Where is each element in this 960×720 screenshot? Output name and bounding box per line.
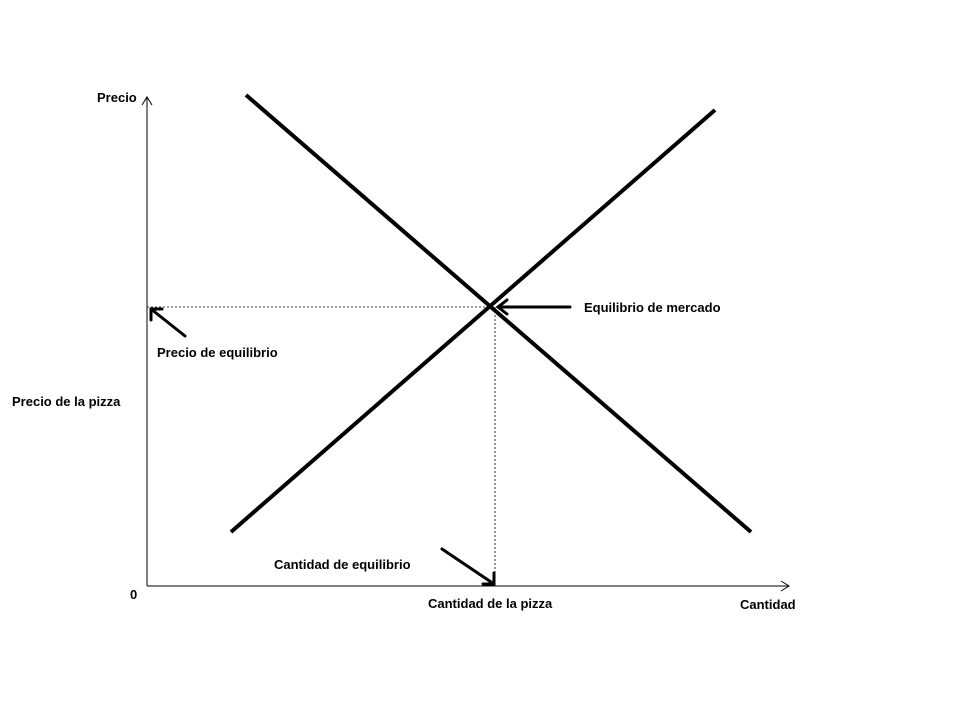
equilibrium-quantity-label: Cantidad de equilibrio — [274, 557, 411, 572]
y-axis-label: Precio — [97, 90, 137, 105]
price-axis-note: Precio de la pizza — [12, 394, 121, 409]
demand-curve — [244, 93, 753, 534]
x-axis-label: Cantidad — [740, 597, 796, 612]
supply-curve — [229, 108, 717, 534]
equilibrium-quantity-arrow — [440, 547, 496, 586]
quantity-axis-note: Cantidad de la pizza — [428, 596, 553, 611]
origin-label: 0 — [130, 587, 137, 602]
equilibrium-price-arrow — [149, 307, 187, 338]
y-axis-arrowhead — [141, 96, 153, 106]
x-axis-arrowhead — [780, 580, 790, 592]
market-equilibrium-arrow — [495, 298, 572, 316]
market-equilibrium-label: Equilibrio de mercado — [584, 300, 721, 315]
equilibrium-price-label: Precio de equilibrio — [157, 345, 278, 360]
